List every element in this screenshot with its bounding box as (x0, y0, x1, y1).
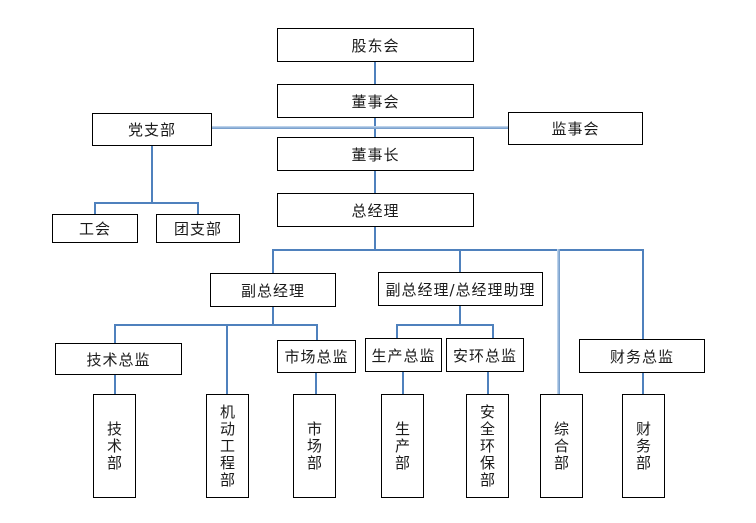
connector-financedirector-financedept (642, 373, 644, 394)
node-shareholders: 股东会 (277, 28, 474, 62)
node-safety-director: 安环总监 (446, 338, 524, 372)
node-labor-union: 工会 (52, 214, 138, 243)
connector-chairman-gm (374, 171, 376, 193)
connector-marketdirector-marketdept (315, 373, 317, 394)
node-board: 董事会 (277, 84, 474, 118)
connector-deputygm-down (272, 307, 274, 326)
node-market-dept: 市场部 (293, 394, 336, 498)
node-supervisory-board: 监事会 (508, 112, 643, 145)
connector-gm-down (374, 227, 376, 251)
node-deputy-gm-assistant: 副总经理/总经理助理 (378, 272, 543, 306)
connector-shareholders-board (374, 62, 376, 84)
node-tech-dept: 技术部 (93, 394, 136, 498)
connector-drop-marketdirector (316, 324, 318, 340)
node-safety-env-dept: 安全环保部 (466, 394, 509, 498)
connector-partybranch-down (151, 146, 153, 203)
node-mech-eng-dept: 机动工程部 (206, 394, 249, 498)
connector-partybranch-branchbar (94, 202, 199, 204)
connector-deputygm-branchbar (114, 324, 318, 326)
connector-assistant-branchbar (396, 324, 494, 326)
node-general-manager: 总经理 (277, 193, 474, 227)
connector-productiondirector-productiondept (402, 372, 404, 394)
connector-drop-generaldept (557, 249, 560, 394)
node-party-branch: 党支部 (92, 113, 212, 146)
connector-drop-mechengdept (226, 324, 228, 394)
connector-gm-branchbar (272, 249, 644, 251)
connector-drop-financedirector (642, 249, 644, 339)
node-market-director: 市场总监 (277, 340, 356, 373)
connector-drop-productiondirector (396, 324, 398, 338)
connector-drop-youthleague (197, 202, 199, 214)
connector-drop-laborunion (94, 202, 96, 214)
node-youth-league: 团支部 (156, 214, 240, 243)
node-deputy-gm: 副总经理 (210, 273, 336, 307)
node-tech-director: 技术总监 (55, 343, 182, 375)
connector-partybranch-supervisory (212, 126, 508, 129)
connector-drop-safetydirector (492, 324, 494, 338)
connector-drop-deputygm-assistant (459, 249, 461, 272)
node-general-dept: 综合部 (540, 394, 583, 498)
node-chairman: 董事长 (277, 137, 474, 171)
connector-assistant-down (459, 306, 461, 325)
node-finance-dept: 财务部 (622, 394, 665, 498)
connector-safetydirector-safetyenvdept (487, 372, 489, 394)
connector-techdirector-techdept (114, 375, 116, 394)
connector-drop-deputygm (272, 249, 274, 273)
node-production-director: 生产总监 (365, 338, 442, 372)
node-finance-director: 财务总监 (579, 339, 705, 373)
connector-drop-techdirector (114, 324, 116, 343)
node-production-dept: 生产部 (381, 394, 424, 498)
